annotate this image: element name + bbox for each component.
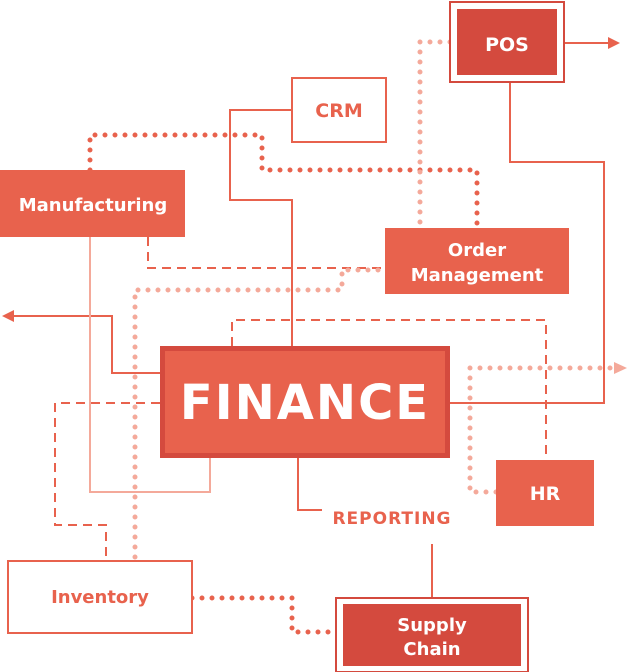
- connector-dotted-manufacturing-order: [87, 132, 480, 231]
- node-reporting-label[interactable]: REPORTING: [332, 509, 451, 529]
- node-pos-label: POS: [485, 34, 529, 56]
- node-inventory-label: Inventory: [51, 587, 149, 608]
- node-manufacturing[interactable]: Manufacturing: [0, 170, 185, 237]
- node-hr-label: HR: [530, 483, 561, 505]
- node-hr[interactable]: HR: [496, 460, 594, 526]
- node-crm-label: CRM: [315, 100, 362, 122]
- node-supply-chain[interactable]: Supply Chain: [335, 597, 529, 672]
- connector-dotted-inventory-supply-chain: [189, 595, 339, 635]
- connector-manufacturing-finance: [89, 237, 211, 493]
- node-crm[interactable]: CRM: [291, 77, 387, 143]
- connector-dashed-finance-hr: [231, 319, 547, 460]
- node-order-management-label-2: Management: [411, 265, 544, 286]
- node-supply-chain-label-1: Supply: [397, 615, 467, 636]
- connectors: [2, 37, 627, 635]
- node-order-management[interactable]: Order Management: [385, 228, 569, 294]
- node-pos[interactable]: POS: [449, 1, 565, 83]
- arrowhead-left: [2, 310, 14, 322]
- connector-dashed-manufacturing-order: [147, 237, 385, 269]
- node-inventory[interactable]: Inventory: [7, 560, 193, 634]
- connector-finance-left-out: [12, 315, 160, 374]
- connector-finance-reporting: [297, 458, 322, 511]
- node-finance-label: FINANCE: [180, 375, 430, 431]
- connector-dotted-pos-inventory: [132, 39, 453, 563]
- connector-dotted-hr-right-out: [467, 365, 615, 495]
- connector-dashed-finance-inventory: [54, 402, 160, 561]
- node-finance[interactable]: FINANCE: [160, 346, 450, 458]
- node-order-management-label-1: Order: [448, 240, 506, 261]
- arrowhead-pos-right: [608, 37, 620, 49]
- connector-crm-finance: [229, 109, 293, 350]
- node-supply-chain-label-2: Chain: [403, 639, 460, 660]
- node-manufacturing-label: Manufacturing: [19, 195, 168, 216]
- arrowhead-hr-right: [614, 362, 627, 374]
- connector-pos-finance: [450, 82, 605, 404]
